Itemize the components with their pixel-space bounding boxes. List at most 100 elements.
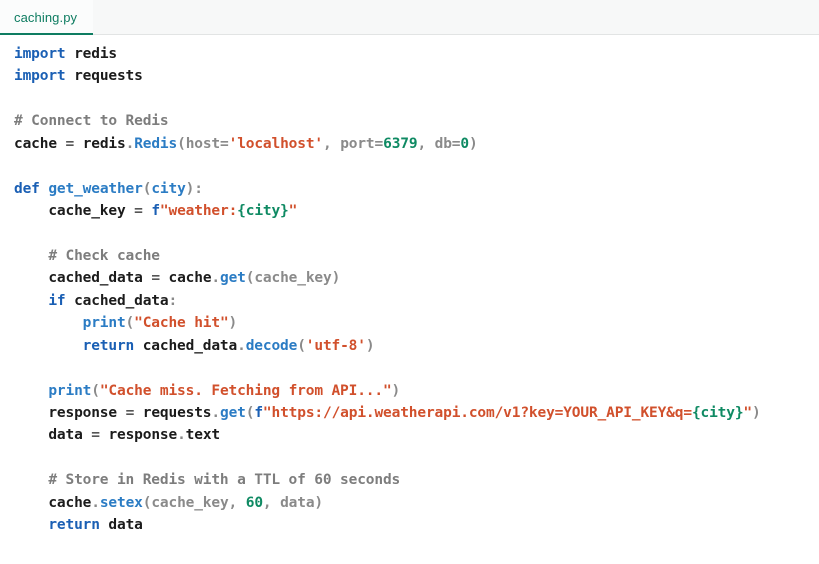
code-line: # Check cache	[14, 245, 819, 267]
comment-store-in-redis: # Store in Redis with a TTL of 60 second…	[48, 472, 401, 489]
punctuation-dot: .	[237, 337, 246, 354]
code-line: # Connect to Redis	[14, 110, 819, 132]
number-0: 0	[460, 135, 469, 152]
builtin-print: print	[82, 315, 126, 332]
variable-cached-data: cached_data	[48, 270, 143, 287]
function-get-weather: get_weather	[48, 180, 143, 197]
string-quote: "	[288, 203, 298, 220]
keyword-import: import	[14, 46, 66, 62]
string-utf8: 'utf-8'	[305, 337, 366, 354]
punctuation-paren: )	[331, 270, 341, 287]
keyword-if: if	[48, 292, 66, 309]
variable-response: response	[48, 405, 117, 421]
punctuation-paren: )	[752, 405, 761, 421]
punctuation-paren: )	[468, 135, 478, 152]
punctuation-comma: ,	[417, 135, 427, 152]
editor-tab-caching-py[interactable]: caching.py	[0, 0, 94, 35]
punctuation-dot: .	[177, 427, 186, 444]
code-line-blank	[14, 223, 819, 245]
variable-cache: cache	[14, 135, 57, 152]
string-localhost: 'localhost'	[228, 135, 324, 152]
method-decode: decode	[245, 337, 298, 354]
punctuation-paren: (	[125, 315, 135, 332]
code-line: print("Cache hit")	[14, 312, 819, 334]
code-line: cache.setex(cache_key, 60, data)	[14, 492, 819, 514]
code-line: return data	[14, 514, 819, 536]
module-redis: redis	[74, 46, 117, 62]
code-line: import requests	[14, 65, 819, 87]
string-quote: "	[743, 405, 753, 421]
code-line: return cached_data.decode('utf-8')	[14, 335, 819, 357]
kwarg-db: db	[434, 135, 452, 152]
string-quote: "	[159, 203, 169, 220]
code-line: print("Cache miss. Fetching from API..."…	[14, 380, 819, 402]
punctuation-dot: .	[91, 494, 100, 511]
punctuation-comma: ,	[262, 494, 272, 511]
fstring-prefix: f	[254, 405, 263, 421]
punctuation-paren: )	[228, 315, 238, 332]
comment-connect-to-redis: # Connect to Redis	[14, 113, 169, 130]
punctuation-paren: (	[245, 270, 255, 287]
code-line: def get_weather(city):	[14, 178, 819, 200]
variable-cache: cache	[48, 494, 92, 511]
punctuation-dot: .	[125, 135, 135, 152]
code-line: # Store in Redis with a TTL of 60 second…	[14, 469, 819, 491]
keyword-return: return	[48, 517, 100, 534]
keyword-import: import	[14, 68, 66, 85]
module-requests: requests	[142, 405, 212, 421]
punctuation-paren: )	[365, 337, 375, 354]
variable-data: data	[48, 427, 83, 444]
operator-equals: =	[374, 135, 384, 152]
string-quote: "	[262, 405, 272, 421]
punctuation-paren: (	[142, 180, 152, 197]
punctuation-paren: (	[245, 405, 255, 421]
code-line: cache = redis.Redis(host='localhost', po…	[14, 133, 819, 155]
module-redis: redis	[82, 135, 126, 152]
param-city: city	[151, 180, 186, 197]
variable-cached-data: cached_data	[142, 337, 238, 354]
string-api-url: https://api.weatherapi.com/v1?key=YOUR_A…	[271, 405, 693, 421]
code-line-blank	[14, 447, 819, 469]
punctuation-dot: .	[211, 270, 220, 287]
code-line: import redis	[14, 43, 819, 65]
method-setex: setex	[99, 494, 143, 511]
punctuation-paren: )	[314, 494, 324, 511]
attribute-text: text	[185, 427, 220, 444]
variable-cached-data: cached_data	[74, 292, 169, 309]
module-requests: requests	[74, 68, 143, 85]
keyword-def: def	[14, 180, 40, 197]
code-line: cached_data = cache.get(cache_key)	[14, 267, 819, 289]
argument-cache-key: cache_key	[151, 494, 229, 511]
punctuation-paren: (	[297, 337, 306, 354]
punctuation-paren: (	[142, 494, 152, 511]
argument-data: data	[280, 494, 315, 511]
variable-cache: cache	[168, 270, 212, 287]
method-get: get	[220, 270, 246, 287]
argument-cache-key: cache_key	[254, 270, 332, 287]
fstring-placeholder-city: {city}	[691, 405, 744, 421]
variable-cache-key: cache_key	[48, 203, 126, 220]
code-line: data = response.text	[14, 424, 819, 446]
fstring-prefix: f	[151, 203, 160, 220]
number-6379: 6379	[383, 135, 418, 152]
punctuation-colon: :	[194, 180, 203, 197]
operator-assign: =	[125, 405, 135, 421]
operator-assign: =	[134, 203, 143, 220]
kwarg-port: port	[340, 135, 375, 152]
punctuation-paren: )	[185, 180, 195, 197]
variable-response: response	[108, 427, 178, 444]
code-line-blank	[14, 88, 819, 110]
punctuation-dot: .	[211, 405, 220, 421]
comment-check-cache: # Check cache	[48, 247, 160, 264]
punctuation-paren: )	[391, 382, 401, 399]
code-line-blank	[14, 357, 819, 379]
variable-data: data	[108, 517, 143, 534]
code-line: response = requests.get(f"https://api.we…	[14, 402, 819, 424]
operator-equals: =	[451, 135, 461, 152]
punctuation-comma: ,	[228, 494, 238, 511]
punctuation-paren: (	[177, 135, 186, 152]
punctuation-colon: :	[168, 292, 178, 309]
fstring-placeholder-city: {city}	[237, 203, 289, 220]
